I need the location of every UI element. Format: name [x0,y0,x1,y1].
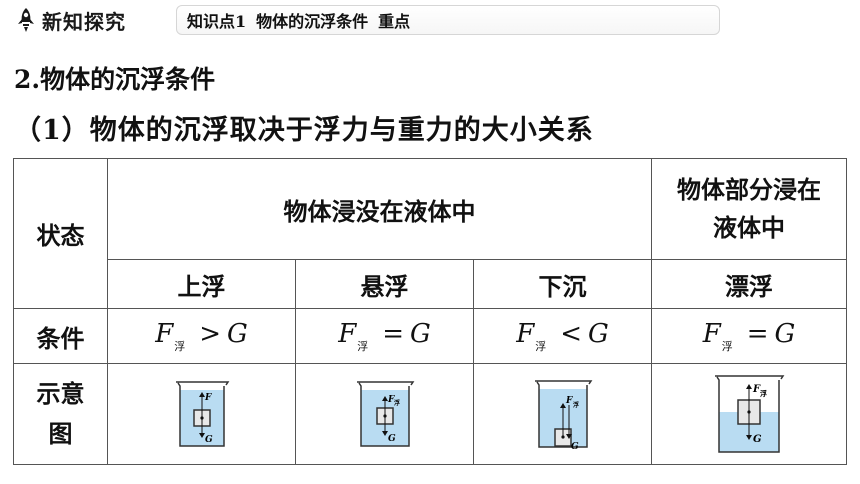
svg-text:浮: 浮 [573,401,579,409]
beaker-suspended-diagram: F 浮 G [356,381,414,447]
floating-conditions-table: 状态 物体浸没在液体中 物体部分浸在液体中 上浮 悬浮 下沉 漂浮 条件 F浮>… [13,158,848,465]
svg-text:浮: 浮 [760,389,767,398]
condition-label: 条件 [13,308,108,364]
svg-text:G: G [571,442,579,451]
kp-tag: 知识点1 [187,12,247,31]
page-title: 2.物体的沉浮条件 [14,65,216,94]
partial-header: 物体部分浸在液体中 [651,158,848,260]
section-label: 新知探究 [42,9,126,34]
diagram-floating: F 浮 G [651,363,848,465]
beaker-rising-diagram: F G [175,381,229,447]
diagram-label: 示意图 [13,363,108,465]
immersed-header: 物体浸没在液体中 [106,158,653,260]
svg-text:浮: 浮 [394,399,400,407]
page-subtitle: （1）物体的沉浮取决于浮力与重力的大小关系 [14,115,594,146]
condition-cell: F浮>G [107,308,296,364]
svg-text:F: F [387,395,395,405]
kp-level: 重点 [378,12,411,31]
state-floating: 漂浮 [651,259,848,309]
svg-text:G: G [388,434,396,444]
state-header: 状态 [13,158,108,309]
state-suspended: 悬浮 [295,259,474,309]
rocket-icon [18,8,34,32]
diagram-suspended: F 浮 G [295,363,474,465]
condition-cell: F浮=G [295,308,474,364]
knowledge-point-bar: 知识点1 物体的沉浮条件 重点 [176,5,720,35]
beaker-sinking-diagram: F 浮 G [534,380,592,451]
svg-text:G: G [753,434,762,445]
svg-text:F: F [752,384,761,395]
diagram-rising: F G [107,363,296,465]
beaker-floating-diagram: F 浮 G [715,375,785,453]
condition-cell: F浮<G [472,308,653,364]
state-sinking: 下沉 [472,259,653,309]
diagram-sinking: F 浮 G [472,363,653,465]
kp-title: 物体的沉浮条件 [256,12,369,31]
section-header: 新知探究 [14,5,126,35]
svg-text:F: F [204,393,212,403]
state-rising: 上浮 [107,259,296,309]
condition-cell: F浮=G [651,308,848,364]
svg-text:F: F [565,396,573,406]
svg-text:G: G [205,435,213,445]
